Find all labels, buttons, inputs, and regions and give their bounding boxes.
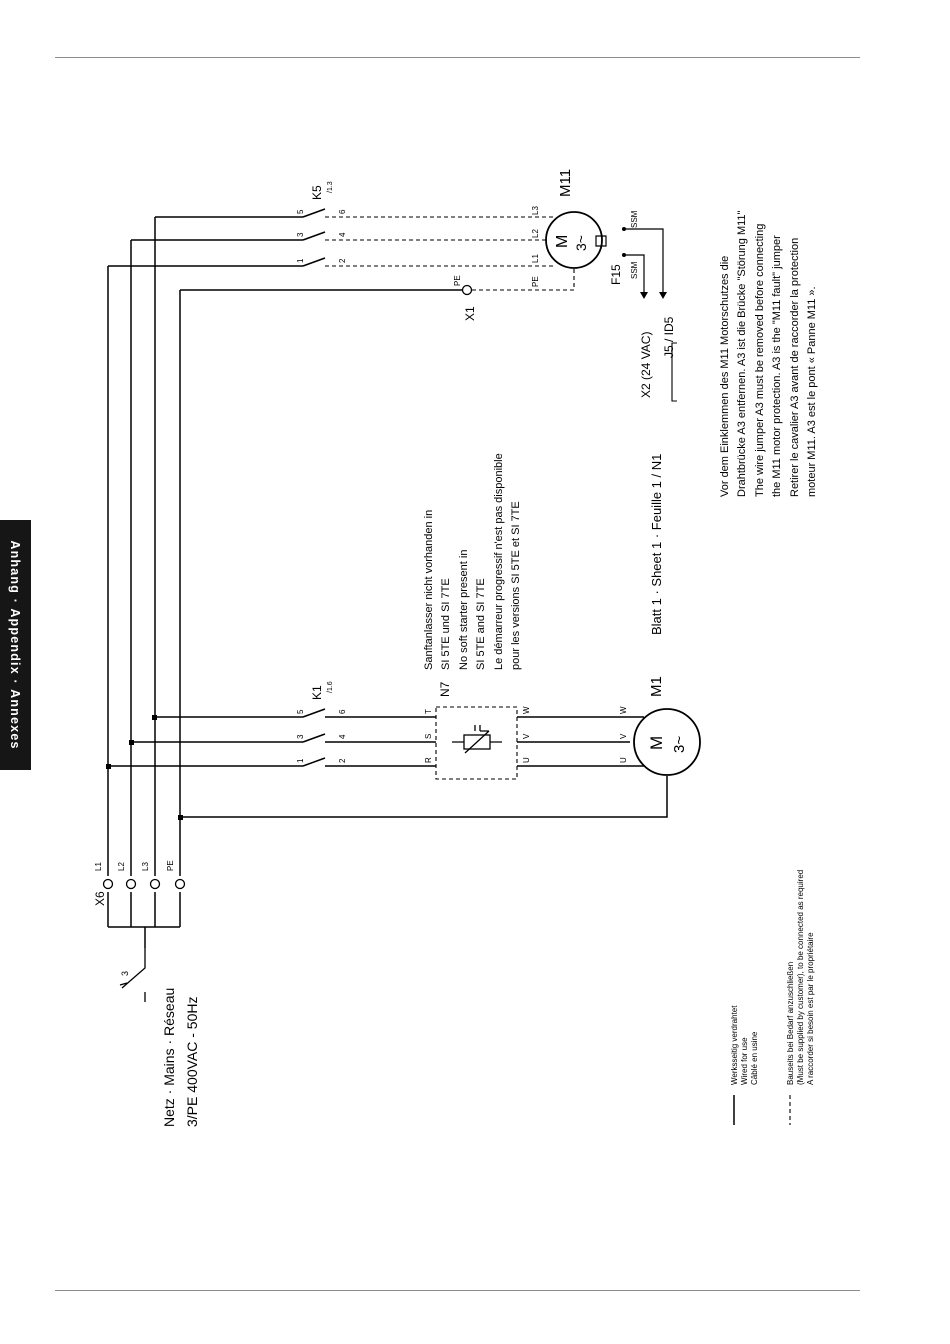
m1-symbol: M (647, 736, 666, 750)
k5-pin-4: 4 (338, 232, 347, 237)
bottom-rule (55, 1290, 860, 1291)
x1-name: X1 (463, 306, 477, 321)
jumper-note-4: the M11 motor protection. A3 is the "M11… (771, 235, 783, 497)
k5-pin-1: 1 (296, 258, 305, 263)
m1-phase: 3~ (671, 736, 688, 753)
n7-in-s: S (424, 734, 433, 739)
customer-wiring (325, 216, 575, 780)
legend-customer-de: Bauseits bei Bedarf anzuschließen (786, 962, 795, 1085)
n7-out-w: W (522, 706, 531, 714)
k5-pin-3: 3 (296, 232, 305, 237)
n7-name: N7 (438, 681, 452, 697)
ssm-label-lower: SSM (630, 261, 639, 279)
softstarter-note-4: SI 5TE and SI 7TE (475, 578, 487, 670)
k5-pin-2: 2 (338, 258, 347, 263)
legend-customer-fr: A raccorder si besoin est par le proprié… (806, 932, 815, 1085)
jumper-note-2: Drahtbrücke A3 entfernen. A3 ist die Brü… (736, 210, 748, 497)
junction-dots (106, 715, 183, 820)
k1-pin-3: 3 (296, 734, 305, 739)
k5-supply-lines (108, 216, 303, 267)
m1-name: M1 (648, 676, 665, 697)
motor-m11-circle (545, 211, 603, 269)
k1-ref: /1.6 (327, 681, 334, 693)
k5-ref: /1.3 (327, 181, 334, 193)
softstarter-note-2: SI 5TE und SI 7TE (440, 578, 452, 670)
legend-customer-en: (Must be supplied by customer), to be co… (796, 870, 805, 1085)
motor-m1-circle (633, 708, 701, 776)
x6-pin-l2: L2 (117, 862, 126, 871)
m11-name: M11 (557, 169, 574, 197)
ssm-target: J5 / ID5 (662, 316, 676, 358)
f15-thermal-contact (595, 228, 664, 292)
jumper-note-6: moteur M11. A3 est le pont « Panne M11 »… (806, 286, 818, 497)
m1-in-u: U (619, 757, 628, 763)
softstarter-note-5: Le démarreur progressif n'est pas dispon… (493, 453, 505, 670)
x6-bus (108, 926, 180, 948)
x6-terminal-stubs (107, 892, 181, 927)
k5-contacts (302, 208, 326, 267)
factory-wiring (107, 208, 668, 948)
m11-term-l3: L3 (531, 206, 540, 215)
switch-poles: 3 (120, 971, 130, 976)
jumper-note-1: Vor dem Einklemmen des M11 Motorschutzes… (719, 256, 731, 497)
x6-pin-l3: L3 (141, 862, 150, 871)
legend-factory-de: Werksseitig verdrahtet (730, 1005, 739, 1085)
k5-to-m11-lines (325, 216, 556, 267)
jumper-note-5: Retirer le cavalier A3 avant de raccorde… (789, 238, 801, 497)
k1-pin-6: 6 (338, 709, 347, 714)
k1-contacts (302, 708, 326, 767)
top-rule (55, 57, 860, 58)
x6-name: X6 (93, 891, 107, 906)
m11-term-l1: L1 (531, 254, 540, 263)
legend-factory-fr: Câblé en usine (750, 1031, 759, 1085)
m11-symbol: M (554, 235, 571, 248)
n7-out-v: V (522, 733, 531, 739)
x2-bracket (671, 342, 677, 402)
n7-softstarter-box (435, 706, 518, 780)
softstarter-note-1: Sanftanlasser nicht vorhanden in (423, 510, 435, 670)
x6-pin-l1: L1 (94, 862, 103, 871)
k1-supply-lines (108, 716, 303, 767)
jumper-note-3: The wire jumper A3 must be removed befor… (754, 224, 766, 497)
k1-to-n7-lines (325, 716, 436, 767)
softstarter-note-6: pour les versions SI 5TE et SI 7TE (510, 501, 522, 670)
n7-out-u: U (522, 757, 531, 763)
m1-pe-line (180, 776, 668, 818)
side-tab (0, 520, 31, 770)
k1-pin-5: 5 (296, 709, 305, 714)
k5-pin-5: 5 (296, 209, 305, 214)
x1-pin-pe: PE (453, 275, 462, 286)
legend-factory-en: Wired for use (740, 1037, 749, 1085)
ssm-arrows (622, 227, 667, 299)
m11-term-l2: L2 (531, 229, 540, 238)
n7-in-r: R (424, 757, 433, 763)
k1-pin-2: 2 (338, 758, 347, 763)
k5-pin-6: 6 (338, 209, 347, 214)
supply-title: Netz · Mains · Réseau (161, 988, 177, 1127)
soft-starter-symbol (452, 725, 502, 754)
f15-label: F15 (609, 264, 623, 285)
x1-terminal-circle (461, 284, 473, 296)
k5-name: K5 (310, 185, 324, 200)
k1-pin-4: 4 (338, 734, 347, 739)
n7-to-m1-lines (517, 716, 644, 767)
mains-switch-symbol (119, 948, 146, 1002)
m1-in-w: W (619, 706, 628, 714)
supply-spec: 3/PE 400VAC - 50Hz (184, 997, 200, 1127)
m11-term-pe: PE (531, 276, 540, 287)
x6-terminal-circles (102, 284, 473, 890)
m1-in-v: V (619, 733, 628, 739)
x6-pin-pe: PE (166, 860, 175, 871)
softstarter-note-3: No soft starter present in (458, 550, 470, 670)
sheet-label: Blatt 1 · Sheet 1 · Feuille 1 / N1 (649, 454, 664, 635)
x1-to-m11-pe (472, 268, 575, 291)
ssm-label-upper: SSM (630, 210, 639, 228)
k1-pin-1: 1 (296, 758, 305, 763)
k1-name: K1 (310, 685, 324, 700)
x2-connector: X2 (24 VAC) (639, 332, 653, 398)
m11-phase: 3~ (573, 235, 589, 251)
n7-in-t: T (424, 709, 433, 714)
